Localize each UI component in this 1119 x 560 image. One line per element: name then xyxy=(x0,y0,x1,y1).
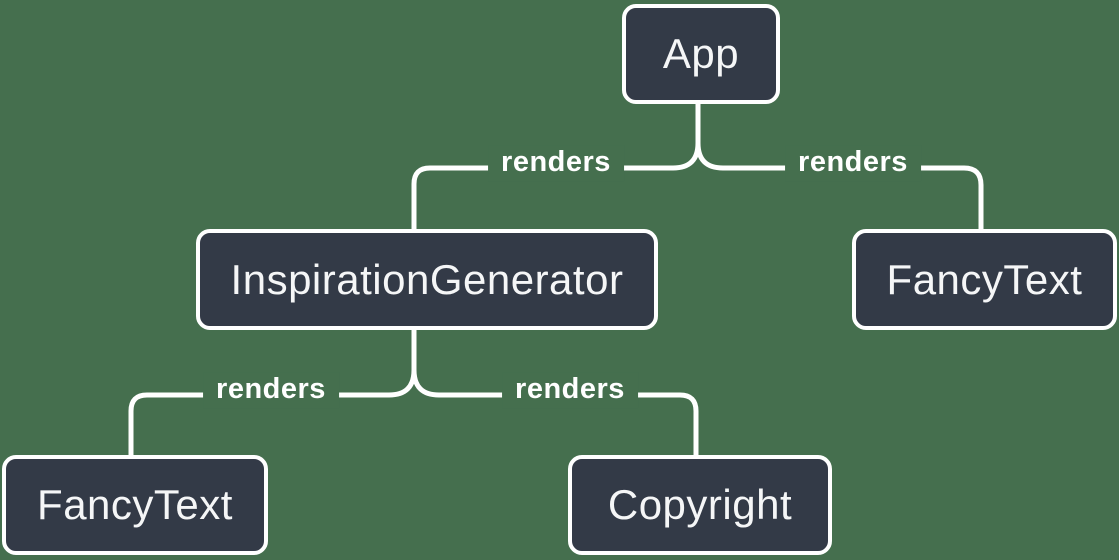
node-inspiration-generator: InspirationGenerator xyxy=(196,229,658,330)
edge-label-inspirationgenerator-copyright: renders xyxy=(502,372,638,408)
edge-label-app-inspirationgenerator: renders xyxy=(488,145,624,181)
node-inspiration-generator-label: InspirationGenerator xyxy=(230,255,624,303)
node-fancy-text-bottom-left: FancyText xyxy=(2,455,268,555)
node-app: App xyxy=(622,4,780,104)
edge-label-app-fancytext: renders xyxy=(785,145,921,181)
node-fancy-text-top-right: FancyText xyxy=(852,229,1117,330)
node-fancy-text-top-right-label: FancyText xyxy=(886,255,1083,303)
node-app-label: App xyxy=(662,30,740,77)
node-fancy-text-bottom-left-label: FancyText xyxy=(37,481,233,528)
node-copyright-label: Copyright xyxy=(607,481,793,528)
edge-label-inspirationgenerator-fancytext: renders xyxy=(203,372,339,408)
node-copyright: Copyright xyxy=(568,455,832,555)
